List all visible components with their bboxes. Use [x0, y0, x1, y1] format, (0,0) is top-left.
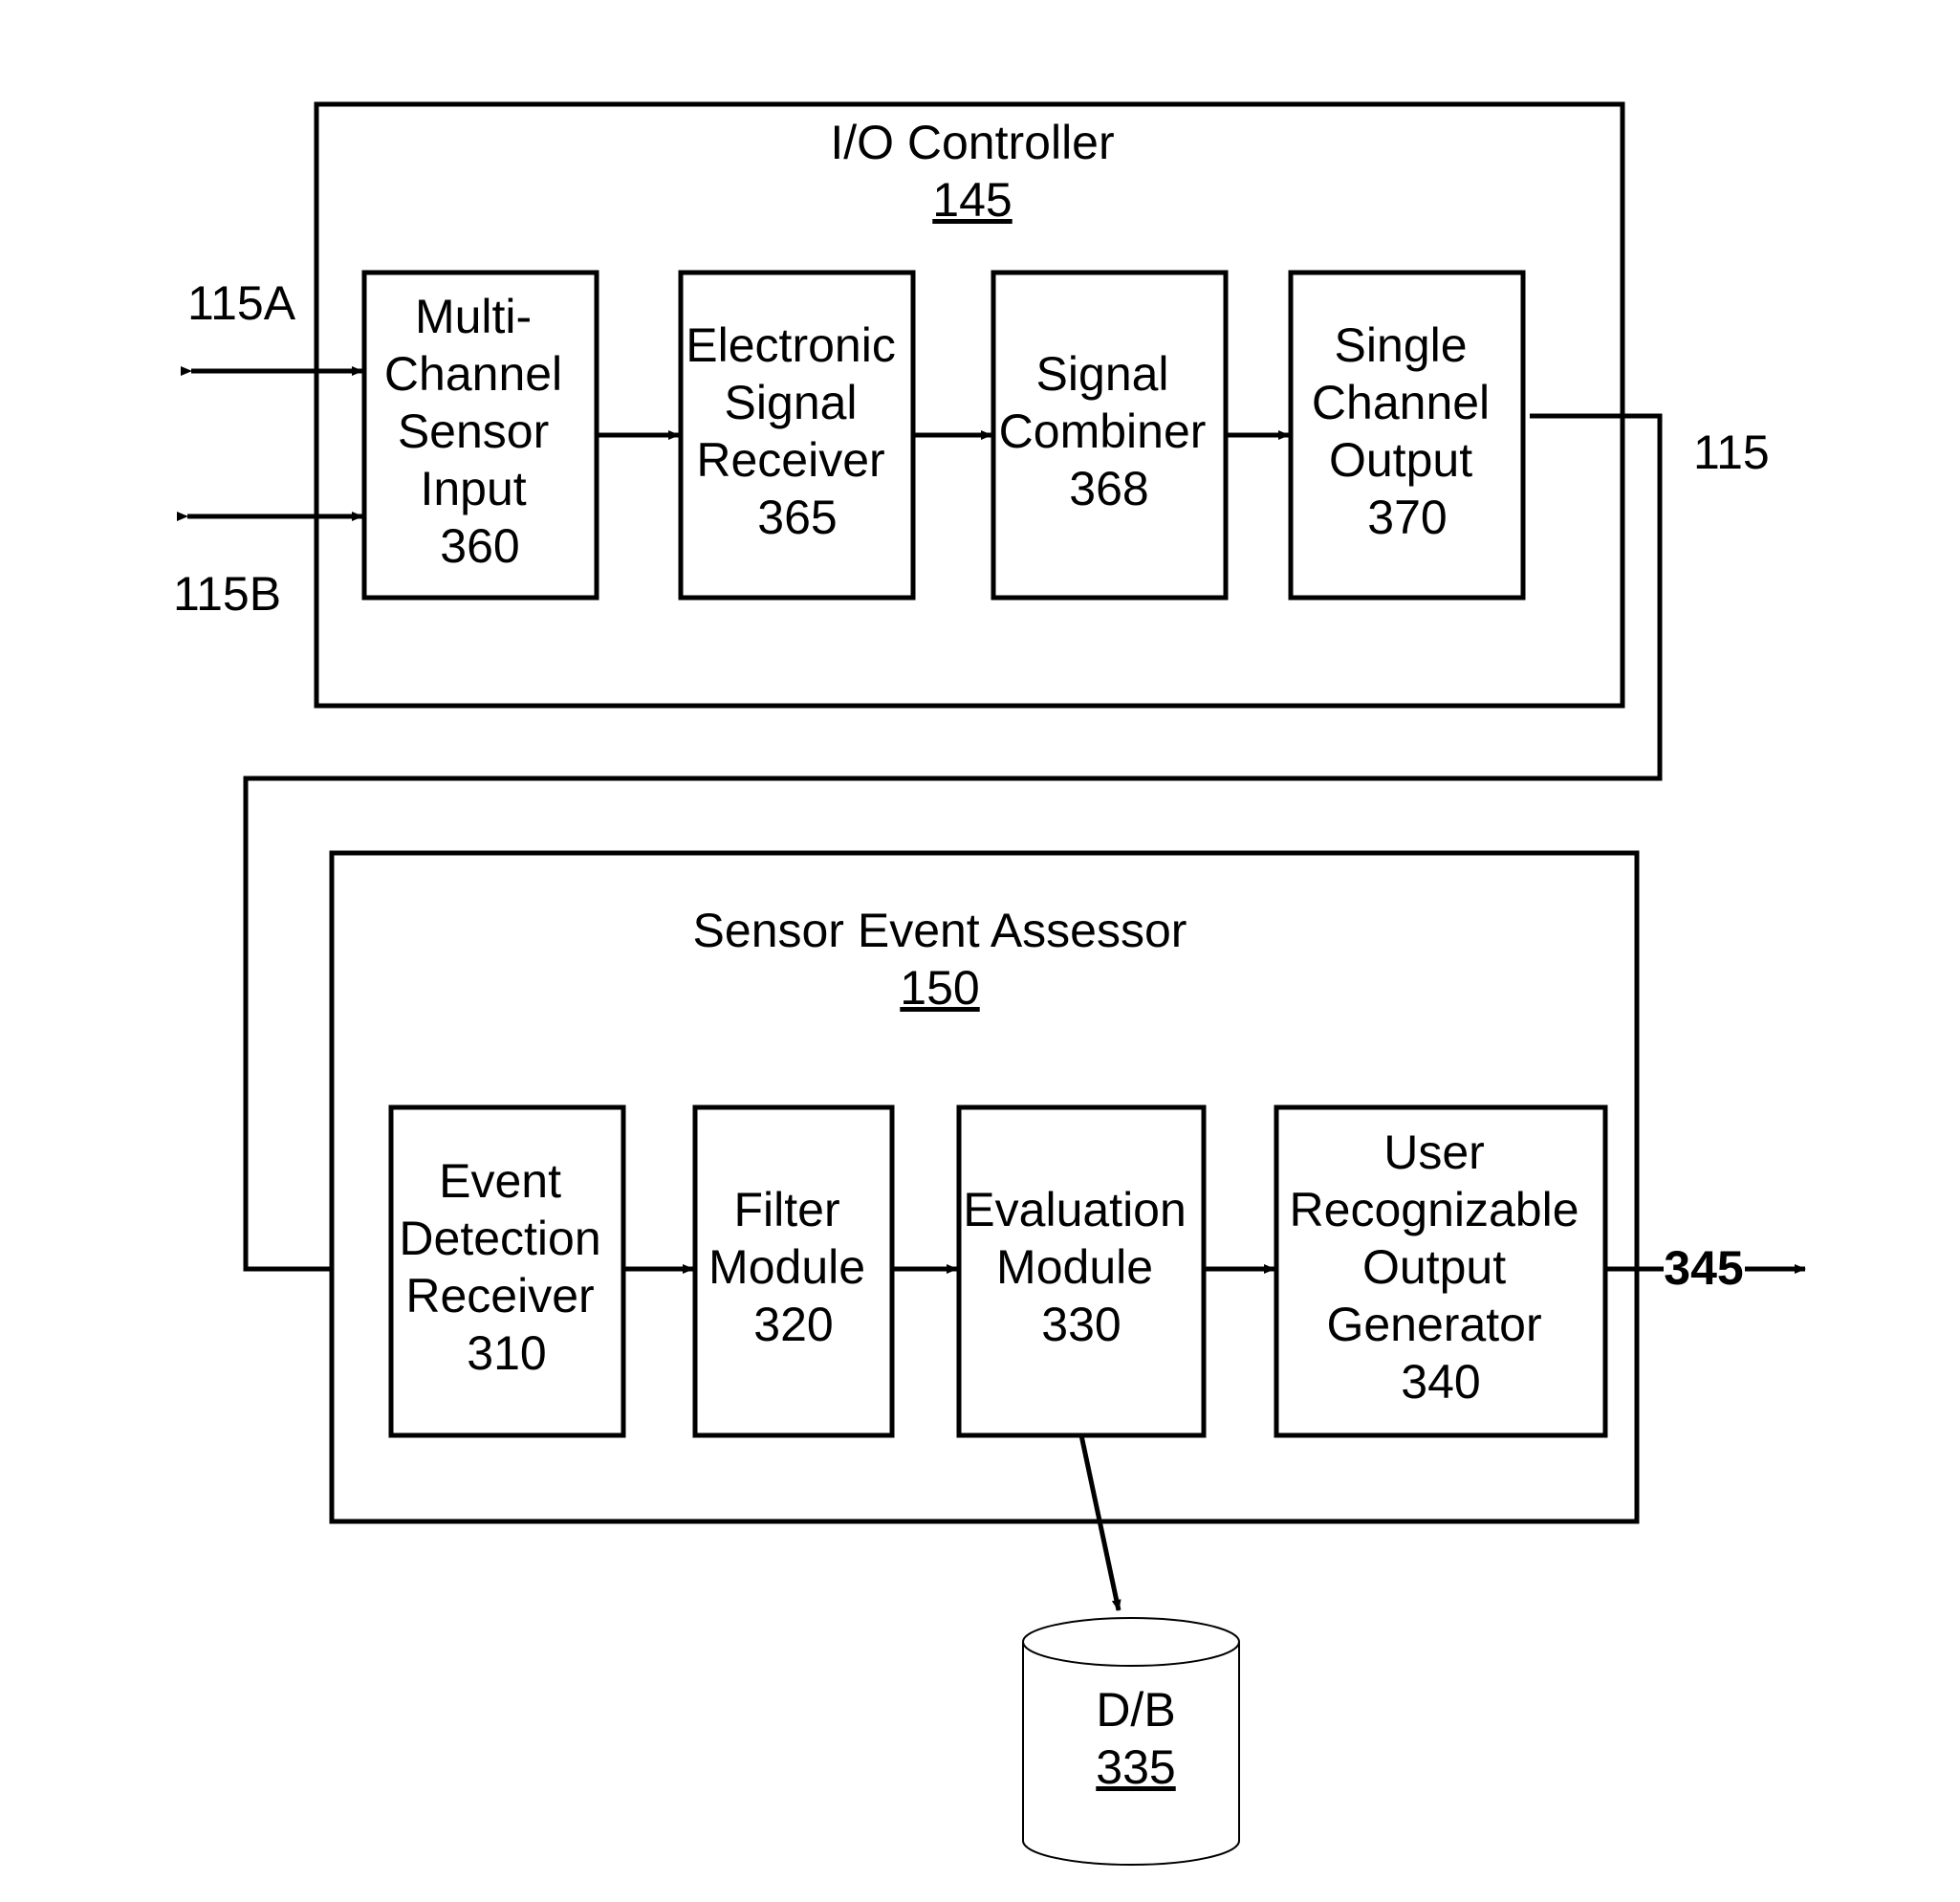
- io-controller-title: I/O Controller: [830, 116, 1114, 169]
- io-controller-group: I/O Controller 145 Multi- Channel Sensor…: [316, 104, 1622, 706]
- sensor-event-assessor-ref: 150: [900, 961, 979, 1015]
- label-115: 115: [1693, 426, 1770, 479]
- database-top: [1023, 1618, 1239, 1666]
- label-115a: 115A: [187, 276, 296, 330]
- database-label: D/B: [1096, 1683, 1175, 1737]
- io-controller-ref: 145: [932, 173, 1012, 227]
- label-115b: 115B: [173, 567, 281, 621]
- database-cylinder: D/B 335: [1023, 1618, 1239, 1865]
- database-ref: 335: [1096, 1740, 1175, 1794]
- label-345: 345: [1664, 1241, 1743, 1295]
- sensor-event-assessor-group: Sensor Event Assessor 150 Event Detectio…: [332, 853, 1637, 1521]
- sensor-event-assessor-title: Sensor Event Assessor: [693, 904, 1187, 957]
